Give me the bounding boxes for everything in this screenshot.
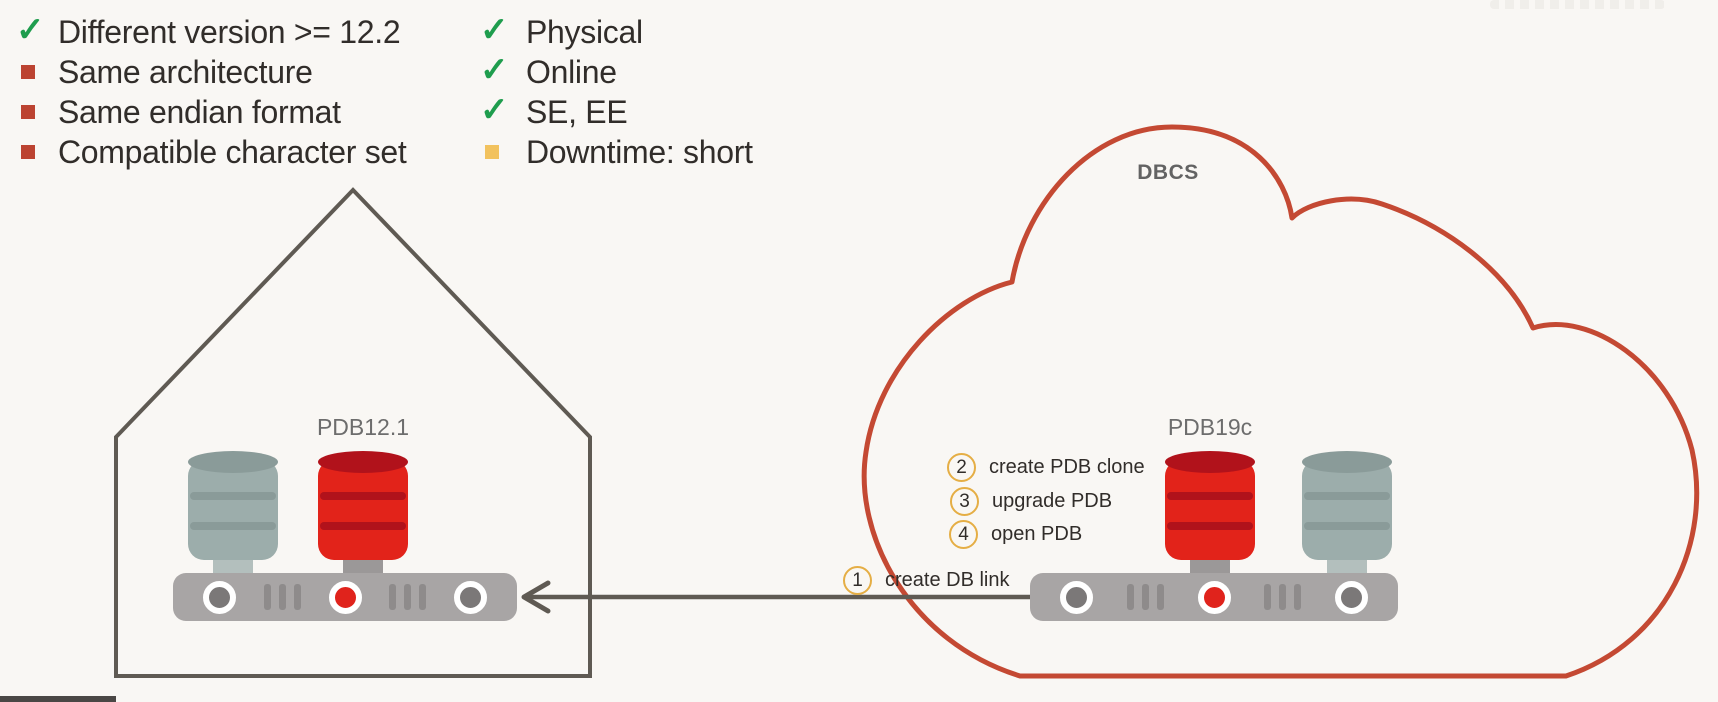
step-number-badge: 4: [949, 520, 978, 549]
server-vents-icon: [1264, 584, 1302, 610]
legend-label: Compatible character set: [58, 133, 407, 170]
red-square-bullet-icon: [21, 145, 35, 159]
step-row: 4 open PDB: [949, 520, 1082, 549]
server-port-circle-icon: [454, 580, 487, 614]
onprem-server-icon: [173, 573, 517, 621]
legend-item: Compatible character set: [16, 132, 407, 172]
onprem-pdb-label: PDB12.1: [316, 414, 410, 440]
db-cylinder-gray-icon: [1302, 451, 1392, 574]
step-row: 3 upgrade PDB: [950, 487, 1112, 516]
server-vents-icon: [263, 584, 301, 610]
legend-label: Same endian format: [58, 93, 341, 130]
legend-label: Same architecture: [58, 53, 313, 90]
legend-label: Physical: [526, 13, 643, 50]
server-port-red-circle-icon: [328, 580, 362, 614]
step-row: 1 create DB link: [843, 566, 1010, 595]
clipped-edge-artifact: [0, 696, 116, 702]
server-port-red-circle-icon: [1197, 580, 1231, 614]
step-label: open PDB: [991, 523, 1083, 545]
step-number-badge: 2: [947, 453, 976, 482]
legend-item: ✓ Different version >= 12.2: [16, 11, 401, 52]
legend-label: SE, EE: [526, 93, 628, 130]
db-cylinder-red-icon: [318, 451, 408, 574]
cloud-server-icon: [1030, 573, 1398, 621]
yellow-square-bullet-icon: [485, 145, 499, 159]
legend-label: Different version >= 12.2: [58, 13, 401, 50]
server-port-circle-icon: [203, 580, 236, 614]
house-outline: [114, 187, 592, 678]
red-square-bullet-icon: [21, 65, 35, 79]
legend-item: Same architecture: [16, 52, 313, 92]
step-label: create PDB clone: [989, 456, 1145, 478]
check-icon: ✓: [480, 51, 509, 89]
legend-label: Downtime: short: [526, 133, 753, 170]
clipped-watermark-artifact: [1490, 0, 1665, 9]
cloud-pdb-label: PDB19c: [1167, 414, 1253, 440]
step-row: 2 create PDB clone: [947, 453, 1145, 482]
legend-item: ✓ SE, EE: [480, 91, 628, 132]
db-cylinder-red-icon: [1165, 451, 1255, 574]
legend-item: ✓ Physical: [480, 12, 643, 52]
server-port-circle-icon: [1335, 580, 1368, 614]
legend-item: ✓ Online: [480, 52, 617, 92]
legend-label: Online: [526, 53, 617, 90]
cloud-outline: [861, 124, 1700, 679]
arrow-left-icon: [521, 580, 551, 614]
legend-item: Same endian format: [16, 92, 341, 132]
step-number-badge: 3: [950, 487, 979, 516]
server-vents-icon: [389, 584, 427, 610]
db-cylinder-gray-icon: [188, 451, 278, 574]
step-label: create DB link: [885, 569, 1010, 591]
cloud-title: DBCS: [1137, 161, 1199, 184]
check-icon: ✓: [16, 11, 45, 49]
step-label: upgrade PDB: [992, 490, 1113, 512]
legend-item: Downtime: short: [480, 132, 753, 172]
check-icon: ✓: [480, 91, 509, 129]
check-icon: ✓: [480, 11, 509, 49]
step-number-badge: 1: [843, 566, 872, 595]
server-port-circle-icon: [1060, 580, 1093, 614]
server-vents-icon: [1126, 584, 1164, 610]
red-square-bullet-icon: [21, 105, 35, 119]
